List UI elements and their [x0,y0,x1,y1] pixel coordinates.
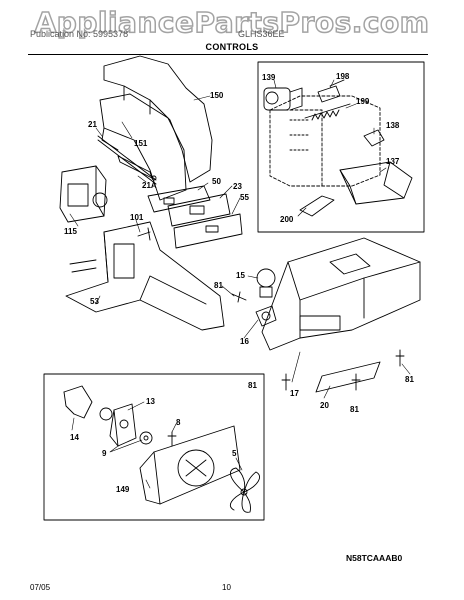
clip-14 [63,385,93,419]
label-8: 8 [176,418,181,427]
model-number: GLHS36EE [238,29,285,39]
dispenser-housing [269,95,381,187]
publication-number: Publication No: 5995378 [30,29,129,39]
solenoid-139 [263,87,303,111]
motor-13 [99,403,137,447]
inset-box-dispenser [257,61,425,233]
label-16: 16 [240,337,249,346]
label-81-left: 81 [248,381,257,390]
page-number: 10 [222,583,231,592]
chute-137 [339,161,413,205]
label-81-mid: 81 [350,405,359,414]
thermostat-115 [59,165,108,223]
label-101: 101 [130,213,144,222]
label-20: 20 [320,401,329,410]
screw-8 [167,431,177,447]
label-81-upper: 81 [214,281,223,290]
label-138: 138 [386,121,400,130]
leader-lines [69,79,411,489]
gear-9 [139,431,153,445]
label-21: 21 [88,120,97,129]
sensor-21a [117,155,157,181]
watermark: AppliancePartsPros.com [34,5,430,40]
label-139: 139 [262,73,276,82]
trim-20 [315,361,381,393]
housing-53 [65,221,225,331]
label-53: 53 [90,297,99,306]
inset-box-fan [43,373,265,521]
label-81-right: 81 [405,375,414,384]
label-115: 115 [64,227,77,236]
label-200: 200 [280,215,294,224]
label-149: 149 [116,485,130,494]
label-198: 198 [336,72,350,81]
label-13: 13 [146,397,155,406]
bracket-198 [317,79,345,103]
label-150: 150 [210,91,224,100]
screw-81-mid [351,373,361,391]
board-23 [167,193,231,227]
duct-150 [103,55,213,183]
label-137: 137 [386,157,400,166]
label-15: 15 [236,271,245,280]
section-title: CONTROLS [205,42,259,52]
label-55: 55 [240,193,249,202]
screw-81-left [281,373,291,391]
capillary-21 [97,135,157,185]
bracket-50 [147,185,211,213]
screw-101 [137,227,151,241]
overlay-55 [173,213,243,249]
screw-81-upper [231,291,247,303]
spring-199 [304,103,351,121]
bulb-15 [256,268,276,298]
label-9: 9 [102,449,107,458]
fan-blade-5 [230,467,260,513]
screw-81-right [395,349,405,367]
callout-labels: 150 21 151 21A 50 23 55 115 101 53 81 15… [64,72,414,494]
footer-date: 07/05 [30,583,51,592]
label-21a: 21A [142,181,157,190]
label-23: 23 [233,182,242,191]
label-5: 5 [232,449,237,458]
model-code: N58TCAAAB0 [346,553,403,563]
cover-149 [139,425,241,505]
panel-17 [261,237,421,351]
part-138 [363,129,385,147]
label-199: 199 [356,97,370,106]
header-rule [28,54,428,55]
label-151: 151 [134,139,148,148]
socket-16 [255,305,277,327]
label-14: 14 [70,433,79,442]
lever-200 [299,195,335,217]
label-50: 50 [212,177,221,186]
label-17: 17 [290,389,299,398]
